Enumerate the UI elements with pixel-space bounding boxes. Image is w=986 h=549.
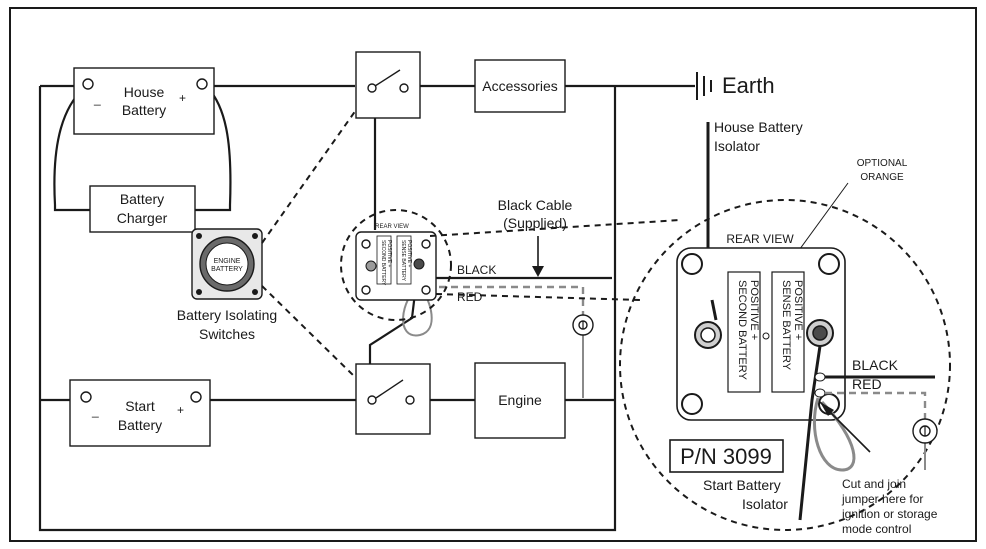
engine-label: Engine — [498, 392, 542, 408]
small-unit: REAR VIEW SECOND BATTERY POSITIVE + SENS… — [340, 209, 452, 321]
start-battery-line2: Battery — [118, 417, 162, 433]
small-fuse-holder — [572, 314, 594, 336]
small-right-a: SENSE BATTERY — [400, 240, 406, 282]
optional-line1: OPTIONAL — [857, 158, 908, 169]
magnified-view-circle — [619, 199, 951, 531]
large-red-label: RED — [852, 376, 882, 392]
bottom-isolator-switch — [355, 363, 431, 435]
large-left-b: POSITIVE + — [748, 280, 760, 340]
small-left-b: POSITIVE + — [386, 240, 392, 267]
start-isolator-line1: Start Battery — [703, 477, 781, 493]
house-isolator-line2: Isolator — [714, 138, 760, 154]
house-battery-neg: _ — [93, 92, 101, 106]
battery-charger: Battery Charger — [89, 185, 196, 233]
small-right-b: POSITIVE + — [406, 240, 412, 267]
earth-label: Earth — [722, 73, 775, 98]
jumper-note-line1: Cut and join — [842, 477, 906, 491]
start-battery: _ + Start Battery — [69, 379, 211, 447]
small-rear-view: REAR VIEW — [375, 224, 409, 230]
diagram-frame — [9, 7, 977, 542]
house-battery-pos: + — [179, 91, 186, 105]
large-fuse-holder — [912, 418, 938, 444]
jumper-note-line4: mode control — [842, 522, 911, 536]
house-isolator-line1: House Battery — [714, 119, 803, 135]
start-battery-pos: + — [177, 403, 184, 417]
large-left-a: SECOND BATTERY — [736, 280, 748, 380]
jumper-note-line3: ignition or storage — [842, 507, 938, 521]
battery-isolating-switch: ENGINE BATTERY — [191, 228, 263, 300]
switch-leaders — [261, 109, 357, 379]
large-right-b: POSITIVE + — [792, 280, 804, 340]
jumper-note-line2: jumper here for — [841, 492, 923, 506]
house-battery-line2: Battery — [122, 102, 166, 118]
large-right-a: SENSE BATTERY — [780, 280, 792, 371]
charger-line2: Charger — [117, 210, 168, 226]
large-unit-wiring — [710, 299, 935, 521]
black-cable-line2: (Supplied) — [503, 215, 567, 231]
black-cable-arrowhead — [532, 266, 544, 277]
switch-face-line1: ENGINE — [214, 258, 241, 265]
switch-label-line2: Switches — [199, 326, 255, 342]
large-black-label: BLACK — [852, 357, 899, 373]
small-left-a: SECOND BATTERY — [380, 240, 386, 286]
accessories-box: Accessories — [474, 59, 566, 113]
engine-box: Engine — [474, 362, 566, 439]
black-cable-line1: Black Cable — [498, 197, 573, 213]
large-rear-view: REAR VIEW — [726, 232, 794, 246]
start-battery-line1: Start — [125, 398, 155, 414]
switch-face-line2: BATTERY — [211, 266, 243, 273]
switch-label-line1: Battery Isolating — [177, 307, 277, 323]
part-number-box — [669, 439, 784, 473]
house-battery-line1: House — [124, 84, 165, 100]
accessories-label: Accessories — [482, 78, 557, 94]
start-battery-neg: _ — [91, 404, 99, 418]
optional-line2: ORANGE — [860, 172, 904, 183]
charger-line1: Battery — [120, 191, 164, 207]
wire-black-label: BLACK — [457, 263, 496, 277]
earth-symbol: Earth — [696, 72, 775, 100]
start-isolator-line2: Isolator — [742, 496, 788, 512]
part-number: P/N 3099 — [680, 444, 772, 469]
wire-red-label: RED — [457, 290, 483, 304]
house-battery: _ + House Battery — [73, 67, 215, 135]
main-wiring — [38, 84, 695, 532]
large-unit: REAR VIEW SECOND BATTERY POSITIVE + SENS… — [676, 232, 846, 421]
magnify-leaders — [429, 219, 681, 301]
top-isolator-switch — [355, 51, 421, 119]
